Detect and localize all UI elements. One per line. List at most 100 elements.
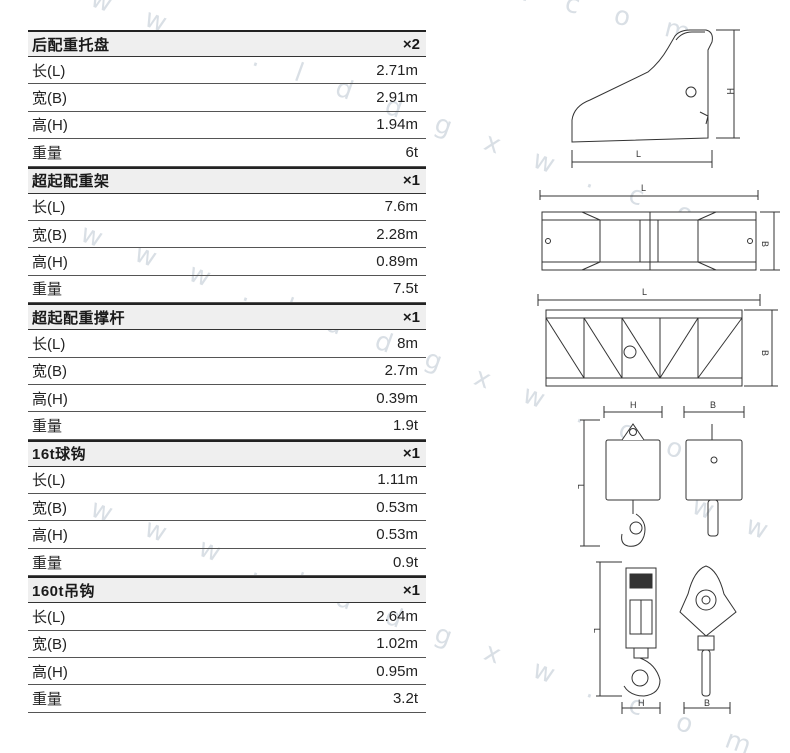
spec-row: 宽(B) 1.02m: [28, 631, 426, 659]
tray-drawing: [571, 29, 740, 168]
spec-row: 重量 0.9t: [28, 549, 426, 577]
spec-label: 宽(B): [32, 499, 67, 517]
dim-label: L: [576, 484, 586, 489]
spec-value: 0.53m: [376, 526, 418, 544]
spec-row: 长(L) 8m: [28, 330, 426, 358]
spec-value: 1.02m: [376, 635, 418, 653]
spec-label: 高(H): [32, 663, 68, 681]
section-quantity: ×1: [402, 308, 420, 326]
dim-label: B: [704, 698, 710, 708]
spec-row: 宽(B) 0.53m: [28, 494, 426, 522]
spec-label: 长(L): [32, 472, 66, 490]
spec-value: 1.94m: [376, 116, 418, 134]
spec-value: 2.64m: [376, 607, 418, 625]
section-header: 16t球钩 ×1: [28, 439, 426, 467]
spec-row: 重量 3.2t: [28, 685, 426, 713]
spec-label: 宽(B): [32, 226, 67, 244]
spec-value: 0.39m: [376, 389, 418, 407]
section-quantity: ×1: [402, 172, 420, 190]
dim-label: B: [710, 400, 716, 410]
spec-label: 长(L): [32, 62, 66, 80]
frame-drawing: [539, 190, 780, 271]
spec-section: 160t吊钩 ×1 长(L) 2.64m 宽(B) 1.02m 高(H) 0.95m 重量 3.2…: [28, 576, 426, 713]
spec-section: 超起配重架 ×1 长(L) 7.6m 宽(B) 2.28m 高(H) 0.89m 重量 7.5t: [28, 166, 426, 304]
spec-value: 0.89m: [376, 253, 418, 271]
spec-section: 16t球钩 ×1 长(L) 1.11m 宽(B) 0.53m 高(H) 0.53m 重量 0.9t: [28, 439, 426, 577]
section-title: 后配重托盘: [32, 36, 110, 54]
spec-row: 长(L) 7.6m: [28, 194, 426, 221]
section-header: 超起配重撑杆 ×1: [28, 303, 426, 331]
spec-row: 宽(B) 2.91m: [28, 84, 426, 112]
spec-value: 2.71m: [376, 61, 418, 79]
spec-value: 7.5t: [392, 280, 418, 298]
spec-row: 高(H) 0.53m: [28, 521, 426, 549]
spec-value: 3.2t: [392, 690, 418, 708]
section-header: 后配重托盘 ×2: [28, 30, 426, 57]
dim-label: H: [725, 88, 735, 95]
dim-label: L: [592, 628, 602, 633]
section-title: 16t球钩: [32, 446, 87, 464]
spec-label: 重量: [32, 417, 63, 435]
spec-value: 6t: [405, 143, 418, 161]
section-header: 160t吊钩 ×1: [28, 576, 426, 604]
spec-row: 高(H) 0.89m: [28, 248, 426, 276]
big-hook-side-drawing: [679, 565, 737, 714]
spec-label: 重量: [32, 554, 63, 572]
section-quantity: ×1: [402, 581, 420, 599]
spec-table: 后配重托盘 ×2 长(L) 2.71m 宽(B) 2.91m 高(H) 1.94m 重量 6t 超起…: [28, 30, 426, 713]
spec-row: 长(L) 1.11m: [28, 467, 426, 495]
ball-hook-side-drawing: [683, 406, 745, 537]
spec-label: 重量: [32, 281, 63, 299]
dim-label: L: [642, 287, 647, 297]
dim-label: L: [636, 149, 641, 159]
spec-row: 长(L) 2.64m: [28, 603, 426, 631]
spec-row: 长(L) 2.71m: [28, 57, 426, 85]
spec-label: 重量: [32, 144, 63, 162]
spec-label: 长(L): [32, 335, 66, 353]
spec-row: 宽(B) 2.28m: [28, 221, 426, 249]
big-hook-front-drawing: [596, 561, 661, 714]
spec-label: 宽(B): [32, 363, 67, 381]
spec-label: 高(H): [32, 390, 68, 408]
spec-label: 高(H): [32, 117, 68, 135]
spec-row: 重量 6t: [28, 139, 426, 167]
section-quantity: ×1: [402, 445, 420, 463]
spec-row: 高(H) 0.95m: [28, 658, 426, 686]
spec-label: 宽(B): [32, 636, 67, 654]
dim-label: H: [630, 400, 637, 410]
section-quantity: ×2: [402, 35, 420, 53]
section-title: 160t吊钩: [32, 582, 96, 600]
dim-label: B: [760, 241, 770, 247]
spec-label: 高(H): [32, 254, 68, 272]
spec-section: 后配重托盘 ×2 长(L) 2.71m 宽(B) 2.91m 高(H) 1.94m 重量 6t: [28, 30, 426, 167]
dim-label: B: [760, 350, 770, 356]
spec-row: 重量 7.5t: [28, 276, 426, 304]
spec-label: 宽(B): [32, 90, 67, 108]
dim-label: L: [641, 183, 646, 193]
spec-value: 0.9t: [392, 553, 418, 571]
spec-value: 0.95m: [376, 662, 418, 680]
dim-label: H: [638, 698, 645, 708]
spec-label: 长(L): [32, 608, 66, 626]
spec-row: 高(H) 1.94m: [28, 112, 426, 140]
section-title: 超起配重架: [32, 173, 110, 191]
spec-value: 0.53m: [376, 498, 418, 516]
spec-value: 7.6m: [384, 198, 418, 216]
ball-hook-front-drawing: [580, 406, 663, 547]
spec-label: 重量: [32, 691, 63, 709]
watermark: w w w . l d: [633, 471, 790, 599]
spec-row: 高(H) 0.39m: [28, 385, 426, 413]
spec-label: 高(H): [32, 527, 68, 545]
spec-value: 2.7m: [384, 362, 418, 380]
spec-label: 长(L): [32, 199, 66, 217]
section-header: 超起配重架 ×1: [28, 166, 426, 194]
spec-value: 2.28m: [376, 225, 418, 243]
spec-value: 2.91m: [376, 89, 418, 107]
spec-row: 宽(B) 2.7m: [28, 358, 426, 385]
spec-value: 1.11m: [377, 471, 418, 489]
strut-drawing: [537, 294, 778, 387]
section-title: 超起配重撑杆: [32, 309, 126, 327]
spec-value: 8m: [397, 334, 418, 352]
